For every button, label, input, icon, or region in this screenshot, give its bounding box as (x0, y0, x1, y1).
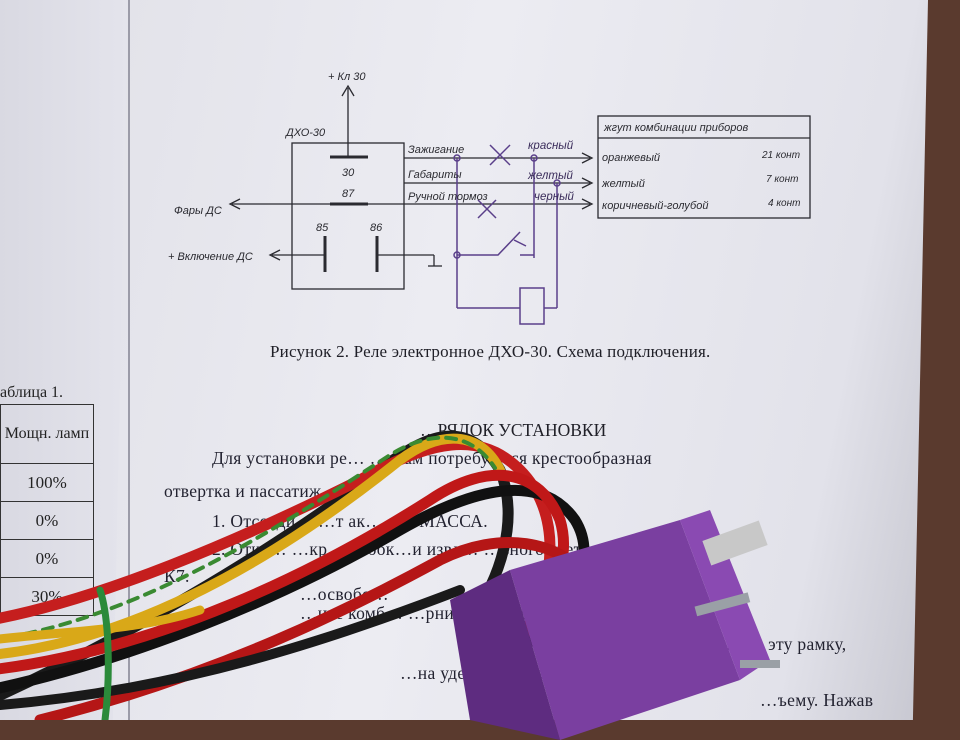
body-line: Для установки ре… … Вам потребуются крес… (212, 448, 652, 468)
harness-pin-2: 4 конт (768, 198, 800, 209)
body-line: …ъему. Нажав (760, 690, 874, 710)
table-caption: аблица 1. (0, 384, 64, 401)
pin-87-label: 87 (342, 188, 355, 200)
kl30-label: + Кл 30 (328, 71, 366, 83)
device-name: ДХО-30 (284, 127, 326, 139)
wiring-diagram: + Кл 30 ДХО-30 30 87 85 86 Фары ДС + Вкл… (168, 71, 811, 325)
harness-pin-1: 7 конт (766, 174, 798, 185)
body-line: отвертка и пассатиж… (164, 481, 340, 501)
pin-85-label: 85 (316, 222, 329, 234)
pin-86-label: 86 (370, 222, 383, 234)
harness-color-0: оранжевый (602, 152, 660, 164)
hand-black-label: черный (534, 191, 575, 203)
relay-module (450, 510, 780, 740)
ignition-label: Зажигание (408, 144, 464, 156)
table-cell: 100% (0, 463, 94, 502)
fary-label: Фары ДС (174, 205, 222, 217)
gabarit-label: Габариты (408, 169, 462, 181)
table-cell: 0% (0, 501, 94, 540)
lamp-power-table: Мощн. ламп 100% 0% 0% 30% (0, 404, 94, 616)
pin-30-label: 30 (342, 167, 355, 179)
harness-pin-0: 21 конт (761, 150, 800, 161)
figure-caption: Рисунок 2. Реле электронное ДХО-30. Схем… (270, 342, 711, 361)
harness-title: жгут комбинации приборов (603, 122, 748, 134)
vkl-label: + Включение ДС (168, 251, 253, 263)
page-edge (128, 0, 130, 720)
harness-color-1: желтый (601, 178, 645, 190)
hand-yellow-label: желтый (527, 170, 573, 182)
table-cell: 0% (0, 539, 94, 578)
table-header: Мощн. ламп (0, 404, 94, 464)
harness-color-2: коричневый-голубой (602, 200, 708, 212)
brake-label: Ручной тормоз (408, 191, 488, 203)
hand-red-label: красный (528, 140, 574, 152)
